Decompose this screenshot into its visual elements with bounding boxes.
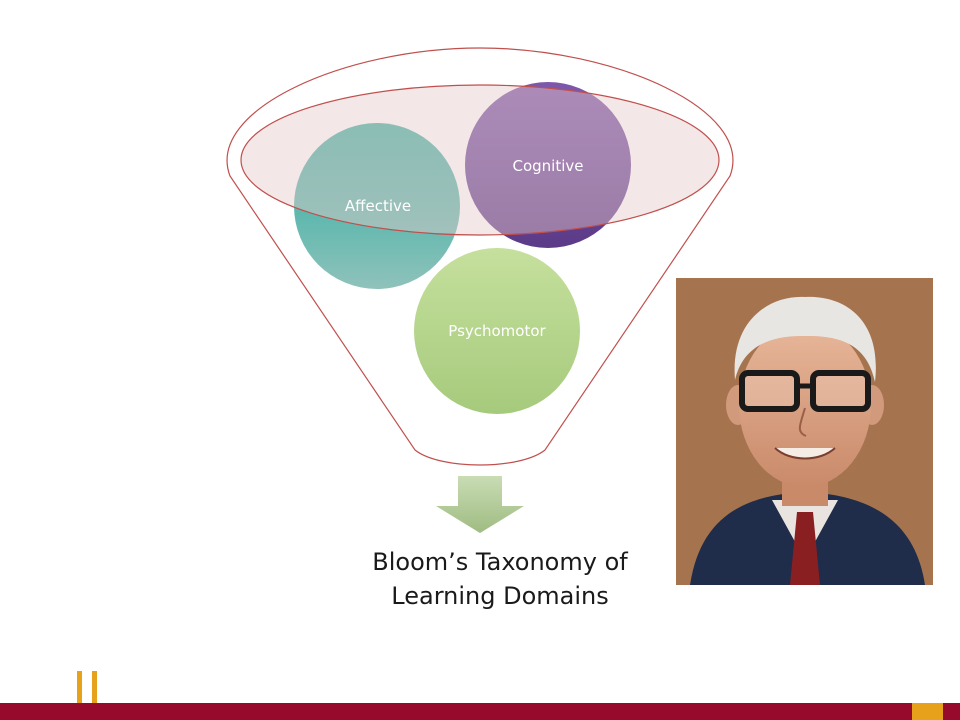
down-arrow-icon	[436, 476, 524, 533]
psychomotor-circle	[414, 248, 580, 414]
funnel-outline	[226, 47, 734, 466]
portrait-photo	[676, 278, 933, 585]
result-label: Bloom’s Taxonomy of Learning Domains	[340, 545, 660, 613]
footer-stripe-left	[77, 671, 82, 720]
affective-label: Affective	[345, 197, 411, 215]
cognitive-circle	[465, 82, 631, 248]
result-line-2: Learning Domains	[391, 582, 609, 610]
funnel-rim	[240, 84, 720, 236]
result-line-1: Bloom’s Taxonomy of	[372, 548, 628, 576]
footer-accent-block	[912, 703, 943, 720]
footer-stripe-right	[92, 671, 97, 720]
psychomotor-label: Psychomotor	[448, 322, 546, 340]
affective-circle	[294, 123, 460, 289]
footer-bar	[0, 703, 960, 720]
cognitive-label: Cognitive	[512, 157, 583, 175]
